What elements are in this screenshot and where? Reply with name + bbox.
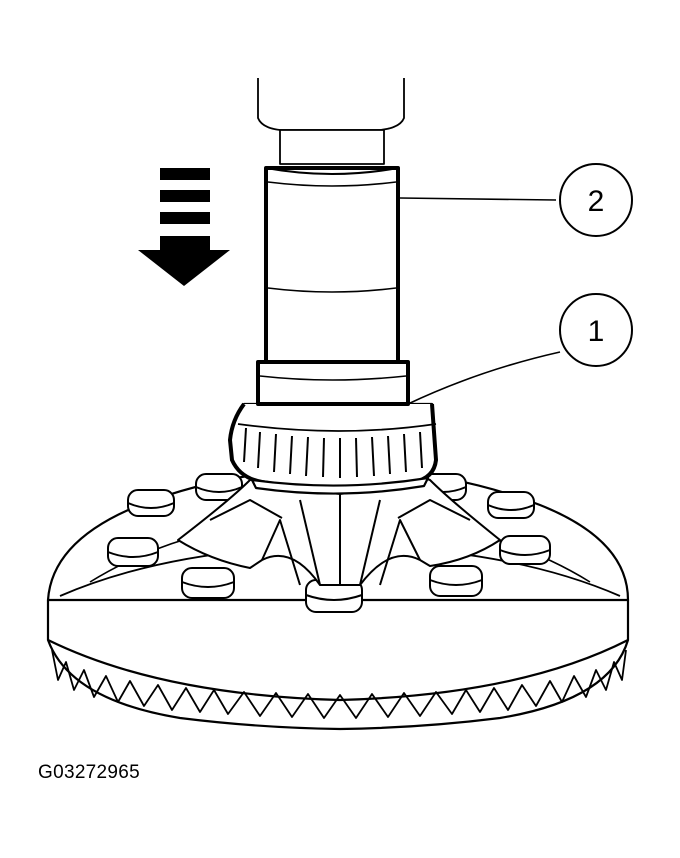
- bolt-boss: [305, 579, 363, 613]
- callout-1-leader: [407, 351, 561, 405]
- bolt-boss: [181, 567, 235, 599]
- figure-id: G03272965: [38, 762, 141, 783]
- bolt-boss: [195, 473, 243, 501]
- bolt-boss: [487, 491, 535, 519]
- bearing-cone: [228, 402, 438, 495]
- callout-2-circle: [559, 163, 633, 237]
- callout-2-leader: [399, 197, 557, 201]
- bolt-boss: [107, 537, 159, 567]
- ring-gear-teeth: [51, 649, 627, 719]
- down-arrow-icon: [138, 168, 230, 286]
- callout-1-circle: [559, 293, 633, 367]
- bolt-boss: [429, 565, 483, 597]
- bolt-bosses: [107, 473, 551, 613]
- bolt-boss: [127, 489, 175, 517]
- callout-1-label: 1: [588, 315, 605, 348]
- installer-tool: [256, 78, 410, 406]
- callout-2-label: 2: [588, 185, 605, 218]
- bolt-boss: [499, 535, 551, 565]
- bearing-rollers: [243, 427, 423, 478]
